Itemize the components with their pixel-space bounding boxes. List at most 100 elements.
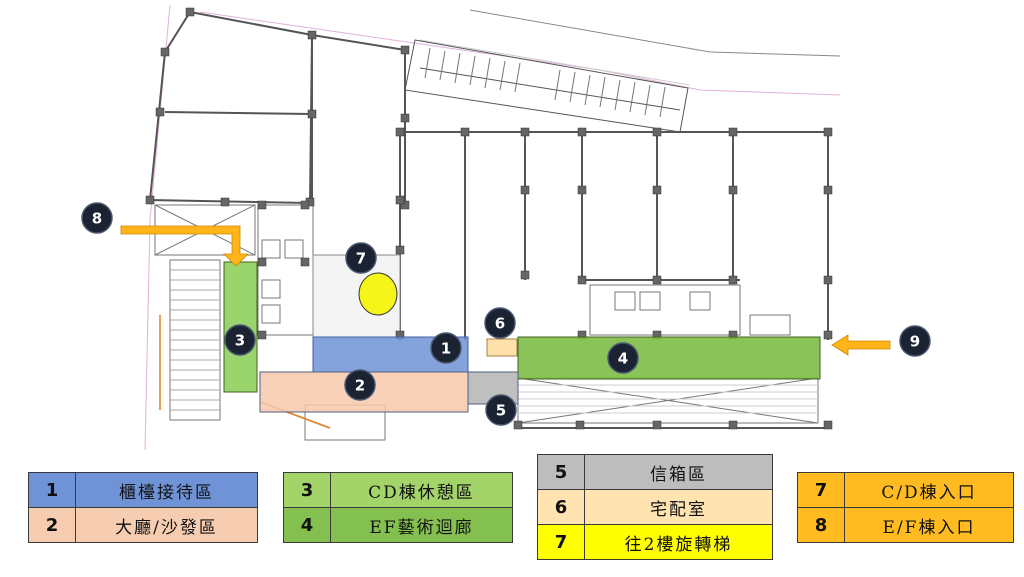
service-core (257, 204, 791, 336)
column (395, 195, 405, 205)
column (220, 197, 230, 207)
legend-number: 7 (537, 524, 585, 560)
column (575, 420, 585, 430)
legend-row: 7 C/D棟入口 (797, 472, 1014, 508)
column (823, 185, 833, 195)
zone-marker-6: 6 (484, 307, 516, 339)
column (652, 420, 662, 430)
column (652, 275, 662, 285)
legend-row: 8 E/F棟入口 (797, 507, 1014, 543)
legend-row: 3 CD棟休憩區 (283, 472, 513, 508)
legend-row: 6 宅配室 (537, 489, 773, 525)
column (823, 127, 833, 137)
marker-circle (485, 394, 517, 426)
marker-circle (484, 307, 516, 339)
column (728, 275, 738, 285)
legend-table-2: 3 CD棟休憩區 4 EF藝術迴廊 (283, 472, 513, 543)
column (300, 257, 310, 267)
column (823, 420, 833, 430)
zone-marker-4: 4 (607, 342, 639, 374)
zone-gallery-ef (517, 336, 821, 380)
legend-table-4: 7 C/D棟入口 8 E/F棟入口 (797, 472, 1014, 543)
marker-label: 7 (356, 250, 366, 268)
legend-number: 2 (28, 507, 76, 543)
tower-cd-outline (148, 11, 406, 205)
column (400, 113, 410, 123)
column (513, 420, 523, 430)
legend-label: 櫃檯接待區 (75, 472, 258, 508)
legend-number: 4 (283, 507, 331, 543)
column (823, 275, 833, 285)
marker-label: 3 (235, 332, 245, 350)
column (577, 275, 587, 285)
marker-circle (224, 324, 256, 356)
legend-label: CD棟休憩區 (330, 472, 513, 508)
legend-number: 1 (28, 472, 76, 508)
entrance-arrow-8 (120, 225, 249, 267)
zone-markers: 1 2 3 4 5 6 7 8 9 (81, 202, 931, 426)
column (652, 185, 662, 195)
legend-number: 3 (283, 472, 331, 508)
legend-number: 6 (537, 489, 585, 525)
column (652, 127, 662, 137)
zone-spiral-stair (358, 272, 398, 316)
marker-label: 9 (910, 333, 920, 351)
column (160, 47, 170, 57)
legend-number: 5 (537, 454, 585, 490)
zone-marker-1: 1 (430, 332, 462, 364)
legend-row: 7 往2樓旋轉梯 (537, 524, 773, 560)
legend-row: 4 EF藝術迴廊 (283, 507, 513, 543)
marker-label: 6 (495, 315, 505, 333)
zone-marker-9: 9 (899, 325, 931, 357)
column (577, 127, 587, 137)
column (257, 330, 267, 340)
column (257, 257, 267, 267)
marker-label: 8 (92, 210, 102, 228)
floor-plan: 1 2 3 4 5 6 7 8 9 (81, 4, 931, 451)
legend-label: 大廳/沙發區 (75, 507, 258, 543)
columns (145, 7, 833, 430)
zone-marker-8: 8 (81, 202, 113, 234)
canopy (517, 377, 830, 429)
column (460, 127, 470, 137)
column (520, 127, 530, 137)
entrance-arrow-9 (831, 334, 891, 356)
legend-label: C/D棟入口 (844, 472, 1014, 508)
marker-circle (345, 242, 377, 274)
legend-row: 5 信箱區 (537, 454, 773, 490)
column (728, 127, 738, 137)
marker-label: 2 (355, 377, 365, 395)
column (400, 45, 410, 55)
legend-label: 信箱區 (584, 454, 773, 490)
column (155, 107, 165, 117)
legend-row: 2 大廳/沙發區 (28, 507, 258, 543)
marker-label: 1 (441, 340, 451, 358)
zone-marker-3: 3 (224, 324, 256, 356)
column (520, 270, 530, 280)
legend-table-1: 1 櫃檯接待區 2 大廳/沙發區 (28, 472, 258, 543)
marker-circle (899, 325, 931, 357)
column (300, 200, 310, 210)
zone-parcel (486, 338, 518, 357)
marker-circle (344, 369, 376, 401)
parking-ramp (404, 39, 689, 133)
column (823, 330, 833, 340)
legend-table-3: 5 信箱區 6 宅配室 7 往2樓旋轉梯 (537, 454, 773, 560)
zone-marker-2: 2 (344, 369, 376, 401)
column (395, 127, 405, 137)
legend-label: EF藝術迴廊 (330, 507, 513, 543)
column (577, 185, 587, 195)
marker-circle (607, 342, 639, 374)
zone-marker-5: 5 (485, 394, 517, 426)
column (400, 200, 410, 210)
column (520, 185, 530, 195)
marker-label: 4 (618, 350, 628, 368)
legend-label: 宅配室 (584, 489, 773, 525)
legend-row: 1 櫃檯接待區 (28, 472, 258, 508)
column (395, 245, 405, 255)
column (185, 7, 195, 17)
marker-circle (430, 332, 462, 364)
legend-number: 7 (797, 472, 845, 508)
legend-number: 8 (797, 507, 845, 543)
marker-label: 5 (496, 402, 506, 420)
